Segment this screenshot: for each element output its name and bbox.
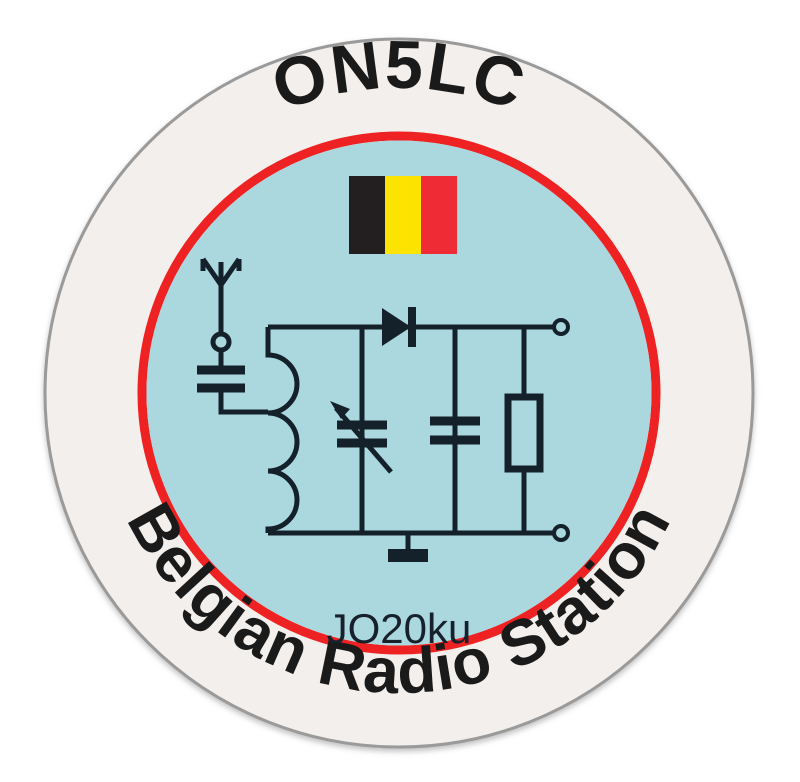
capacitor-to-coil-lead — [218, 392, 268, 415]
detector-diode-icon — [382, 307, 416, 347]
variable-capacitor-icon — [330, 401, 393, 474]
flag-red-band — [421, 176, 457, 254]
output-terminal-bottom-icon — [552, 524, 570, 542]
coupling-capacitor-icon — [197, 365, 245, 393]
bypass-capacitor-icon — [430, 416, 480, 445]
variable-arrow-head — [330, 401, 350, 419]
ground-icon — [388, 533, 428, 562]
belgian-flag — [349, 176, 457, 254]
grid-locator-text: JO20ku — [327, 605, 472, 652]
tuning-inductor-icon — [265, 327, 300, 533]
red-ring — [137, 131, 661, 655]
crystal-radio-schematic — [197, 257, 570, 562]
variable-arrow-shaft — [334, 406, 393, 474]
flag-black-band — [349, 176, 385, 254]
flag-yellow-band — [385, 176, 421, 254]
output-terminal-top-icon — [552, 318, 570, 336]
antenna-icon — [200, 257, 242, 334]
antenna-terminal-icon — [210, 331, 232, 353]
